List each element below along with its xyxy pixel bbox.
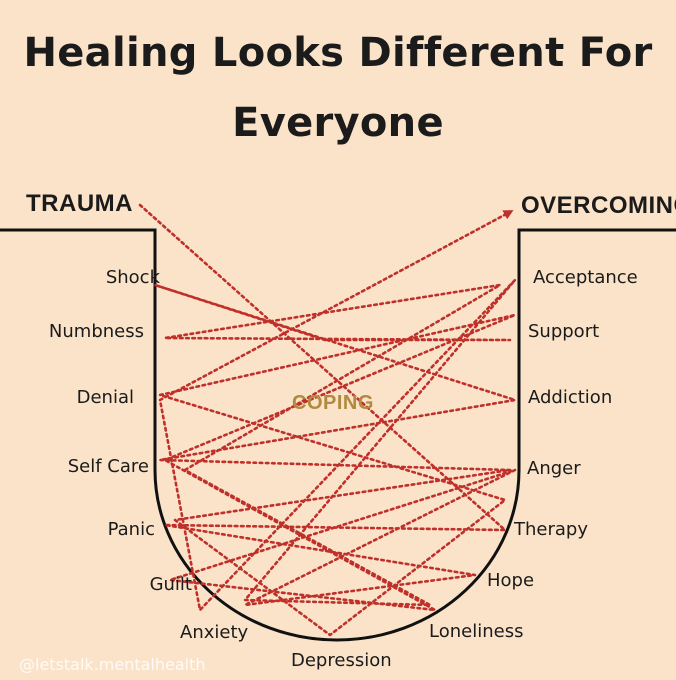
stage-hope: Hope (487, 570, 535, 591)
stage-therapy: Therapy (514, 519, 588, 540)
healing-journey-path (138, 203, 517, 637)
stage-loneliness: Loneliness (429, 621, 524, 642)
title-line-1: Healing Looks Different For (23, 30, 653, 76)
trauma-label: TRAUMA (26, 190, 133, 217)
stage-acceptance: Acceptance (533, 267, 638, 288)
stage-denial: Denial (76, 387, 134, 408)
title-line-2: Everyone (232, 100, 444, 146)
dotted-paths (138, 203, 517, 637)
coping-label: COPING (292, 392, 374, 414)
stage-shock: Shock (105, 267, 160, 288)
overcoming-label: OVERCOMING (521, 192, 676, 219)
stage-support: Support (528, 321, 600, 342)
stage-panic: Panic (107, 519, 155, 540)
watermark-handle: @letstalk.mentalhealth (19, 655, 206, 674)
stage-self-care: Self Care (67, 456, 149, 477)
stage-anger: Anger (527, 458, 581, 479)
stage-addiction: Addiction (528, 387, 613, 408)
stage-depression: Depression (291, 650, 392, 671)
stage-anxiety: Anxiety (180, 622, 249, 643)
stage-numbness: Numbness (48, 321, 144, 342)
u-outline (0, 228, 676, 642)
stage-guilt: Guilt (149, 574, 192, 595)
